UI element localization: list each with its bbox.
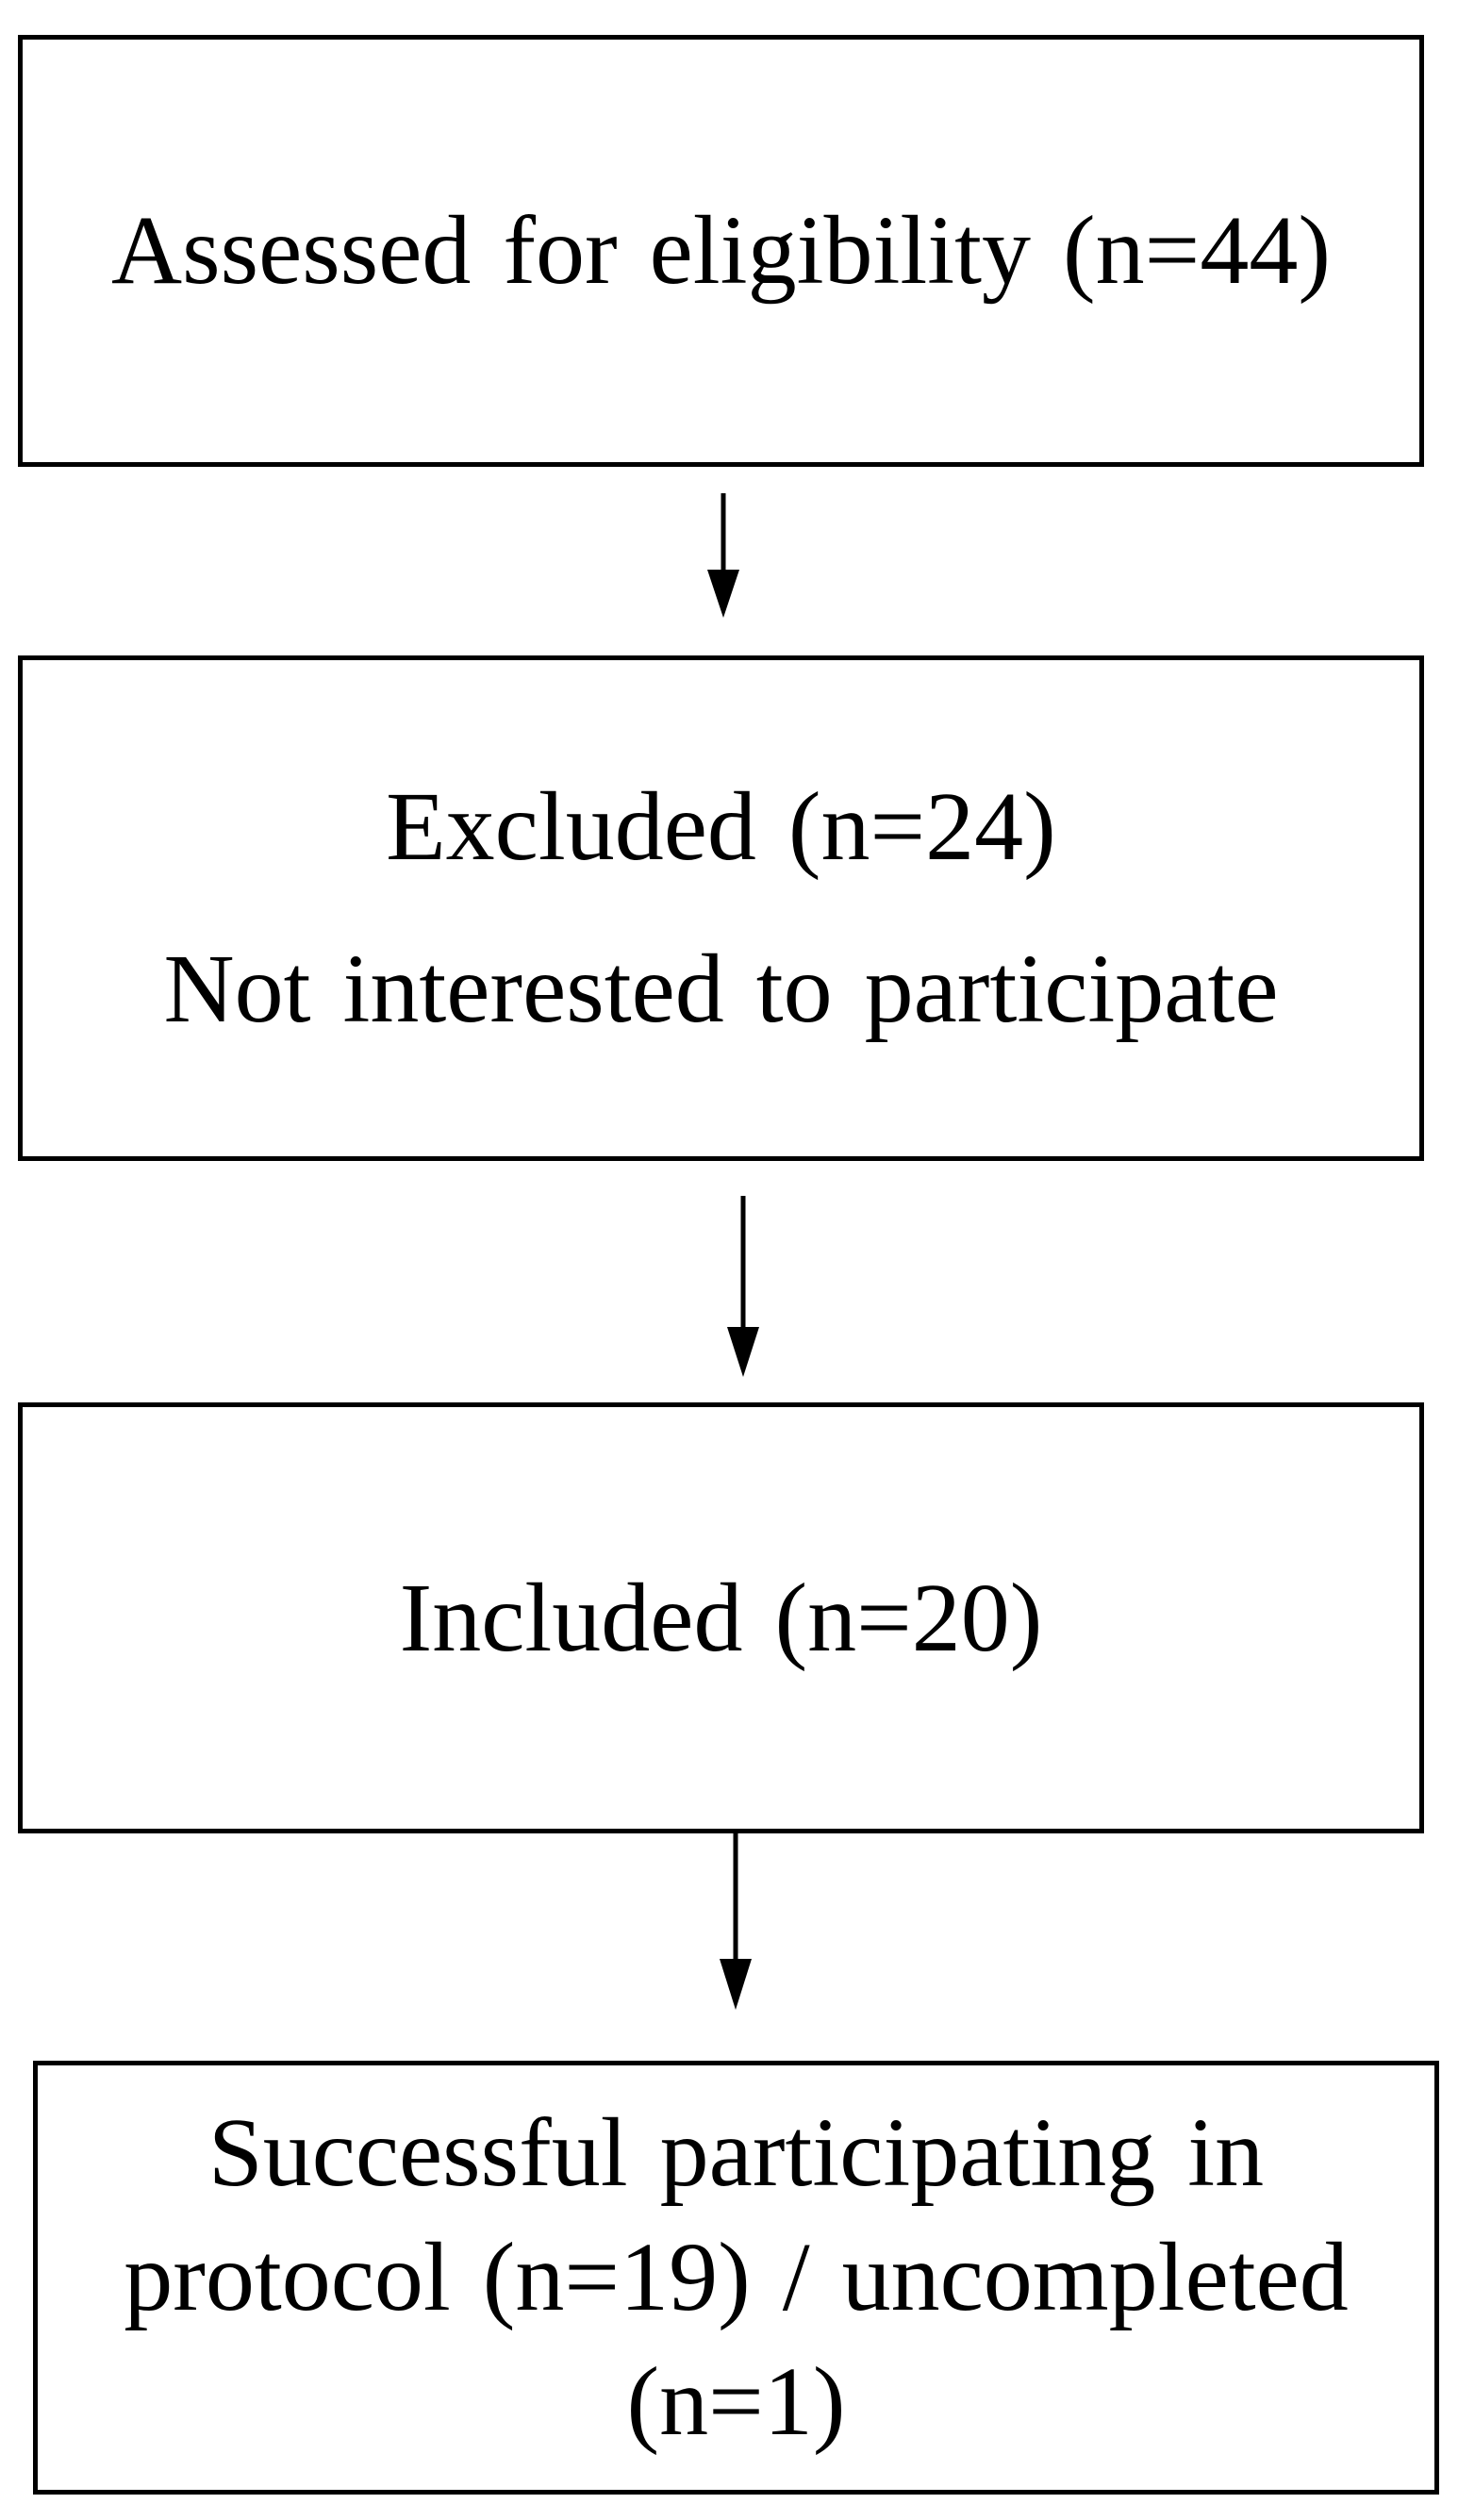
successful-line-3: (n=1) [626,2347,846,2457]
excluded-label: Excluded (n=24) [386,772,1056,882]
included-label: Included (n=20) [399,1563,1043,1672]
arrow-included-to-successful [720,1833,752,2010]
successful-line-2: protocol (n=19) / uncompleted [124,2222,1349,2331]
included-box: Included (n=20) [18,1402,1424,1833]
assessed-box: Assessed for eligibility (n=44) [18,35,1424,467]
arrow-excluded-to-included [727,1196,759,1377]
excluded-box: Excluded (n=24) Not interested to partic… [18,655,1424,1161]
successful-box: Successful participating in protocol (n=… [33,2061,1439,2495]
arrow-assessed-to-excluded [707,493,739,618]
successful-line-1: Successful participating in [207,2097,1265,2207]
excluded-reason: Not interested to participate [163,935,1279,1043]
assessed-label: Assessed for eligibility (n=44) [111,196,1331,306]
